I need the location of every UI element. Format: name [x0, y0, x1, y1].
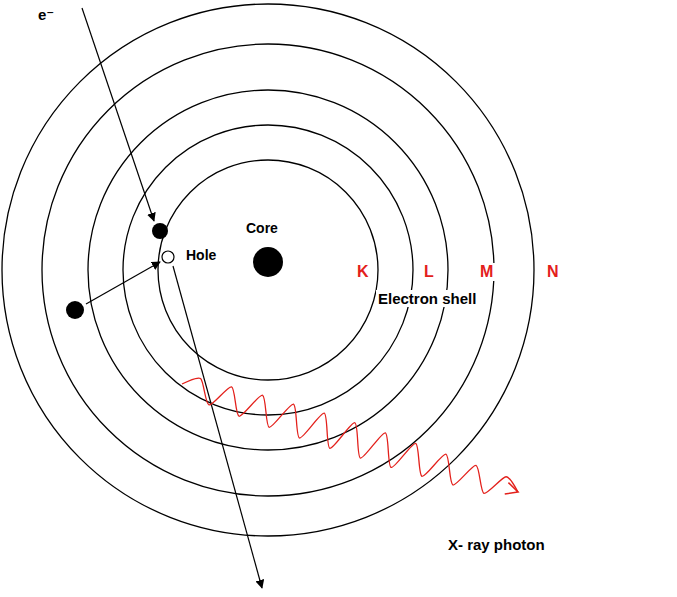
shell-letter: M [478, 263, 495, 281]
electron-dot [152, 223, 168, 239]
shell-circle [88, 90, 448, 450]
shell-circle [158, 160, 378, 380]
shell-circle [123, 125, 413, 415]
incoming-electron-path [82, 8, 154, 221]
nucleus-dot [253, 247, 283, 277]
ejected-electron-path [173, 266, 262, 588]
shell-letter: N [545, 263, 561, 281]
shell-circle [42, 44, 494, 496]
x-ray-wave-line [182, 378, 518, 493]
transition-arrow [86, 262, 160, 304]
core-label: Core [244, 220, 280, 236]
electron-dot [66, 301, 84, 319]
shell-caption: Electron shell [376, 290, 478, 307]
hole-circle [162, 251, 174, 263]
shell-letter: L [422, 263, 436, 281]
shell-circle [2, 4, 534, 536]
electron-label: e⁻ [36, 6, 56, 23]
x-ray-wave [182, 378, 518, 494]
photon-label: X- ray photon [446, 536, 547, 553]
x-ray-arrowhead [505, 483, 518, 494]
shell-letter: K [355, 263, 371, 281]
hole-label: Hole [184, 247, 218, 263]
electron-shells [2, 4, 534, 536]
